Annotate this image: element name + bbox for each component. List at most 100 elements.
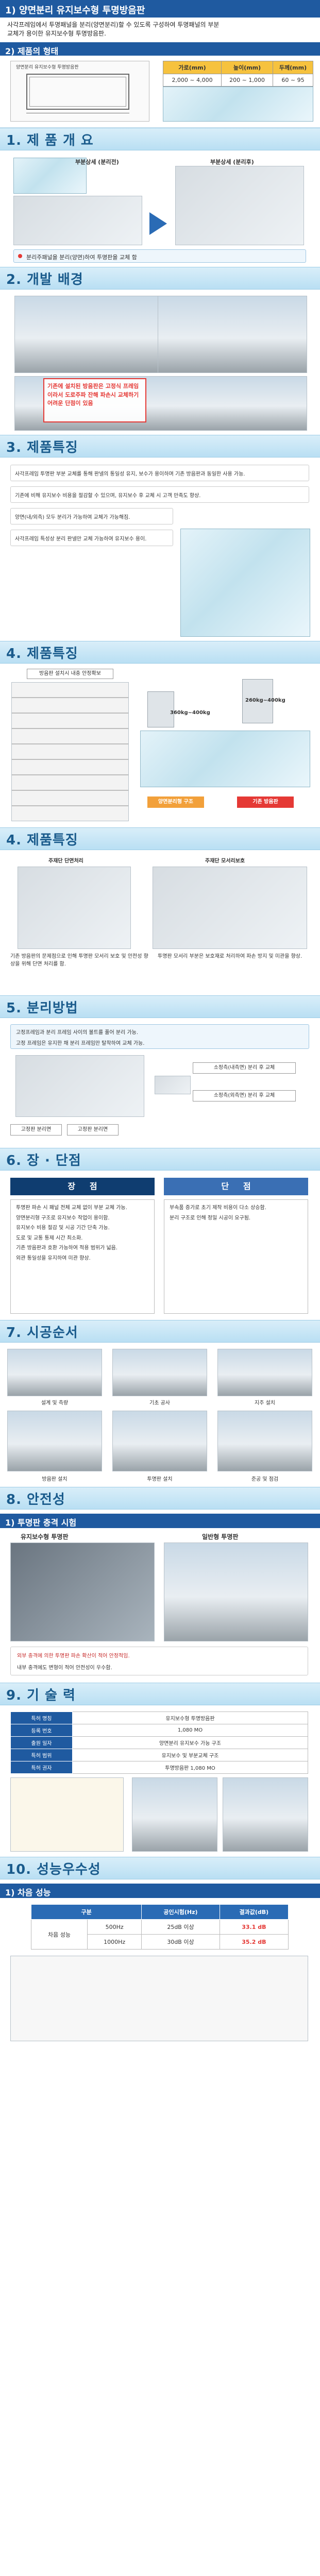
- section-separation-heading: 5. 분리방법: [0, 995, 320, 1018]
- load-arrow-left: [147, 691, 174, 727]
- perf-standard: 25dB 이상: [141, 1919, 220, 1935]
- development-caption: 기존에 설치된 방음판은 고정식 프레임이라서 도로주파 잔해 파손시 교체하기…: [47, 383, 139, 406]
- perf-freq: 500Hz: [87, 1919, 142, 1935]
- overview-bullet: 분리주패널을 분리(양면)하여 투명판을 교체 함: [26, 254, 137, 261]
- perf-standard: 30dB 이상: [141, 1934, 220, 1950]
- spec-header-height: 높이(mm): [221, 61, 273, 74]
- separation-bullet-2: 고정 프레임은 유지한 채 분리 프레임만 탈착하여 교체 가능.: [16, 1041, 145, 1046]
- damaged-barrier-photo-2: [158, 296, 307, 373]
- spec-table: 가로(mm) 높이(mm) 두께(mm) 2,000 ~ 4,000 200 ~…: [162, 61, 314, 87]
- development-caption-box: 기존에 설치된 방음판은 고정식 프레임이라서 도로주파 잔해 파손시 교체하기…: [43, 378, 146, 422]
- test-report-image: [10, 1956, 308, 2041]
- tag-b: 고정판 분리면: [67, 1124, 119, 1136]
- step-photo-1: [7, 1349, 102, 1396]
- pros-title: 장 점: [10, 1178, 155, 1195]
- load-arrow-right: [242, 679, 273, 723]
- patent-key: 특허 권자: [10, 1761, 73, 1774]
- patent-key: 특허 범위: [10, 1749, 73, 1761]
- safety-right-label: 일반형 투명판: [202, 1533, 239, 1540]
- perf-header: 공인시험(Hz): [141, 1904, 220, 1920]
- install-photo-1: [132, 1777, 217, 1852]
- intro-description: 사각프레임에서 투명패널을 분리(양면분리)할 수 있도록 구성하여 투명패널의…: [7, 21, 220, 38]
- safety-left-label: 유지보수형 투명판: [21, 1533, 69, 1540]
- step-label-4: 방음판 설치: [42, 1477, 68, 1482]
- step-photo-5: [112, 1411, 207, 1471]
- product-photo: [163, 87, 313, 122]
- overview-block: 부분상세 (분리전) 부분상세 (분리후) 분리주패널을 분리(양면)하여 투명…: [0, 150, 320, 267]
- intro-block: 1) 양면분리 유지보수형 투명방음판 사각프레임에서 투명패널을 분리(양면분…: [0, 0, 320, 128]
- impact-test-photo-left: [10, 1543, 155, 1641]
- step1: 소정측(내측면) 분리 후 교체: [193, 1062, 296, 1074]
- drawing-label: 양면분리 유지보수형 투명방음판: [16, 65, 79, 70]
- page: 1) 양면분리 유지보수형 투명방음판 사각프레임에서 투명패널을 분리(양면분…: [0, 0, 320, 2046]
- feature3-label-right: 주재단 모서리보호: [205, 858, 245, 864]
- pros-item: 투명판 파손 시 패널 전체 교체 없이 부분 교체 가능.: [16, 1205, 127, 1211]
- section-safety-heading: 8. 안전성: [0, 1487, 320, 1510]
- pros-item: 양면분리형 구조로 유지보수 작업이 용이함.: [16, 1215, 110, 1221]
- install-photo-2: [223, 1777, 308, 1852]
- performance-table: 구분 공인시험(Hz) 결과값(dB) 차음 성능 500Hz 25dB 이상 …: [30, 1904, 289, 1950]
- feature-note-3: 양면(내/외측) 모두 분리가 가능하여 교체가 가능해짐.: [10, 508, 173, 524]
- pros-item: 도로 및 교통 통제 시간 최소화.: [16, 1235, 83, 1241]
- safety-note-1: 외부 충격에 의한 투명판 파손 확산이 적어 안정적임.: [17, 1653, 130, 1659]
- structure-grid-drawing: [11, 682, 129, 821]
- feature3-label-left: 주재단 단면처리: [48, 858, 83, 864]
- feature-note-text-4: 사각프레임 특성상 분리 판넬만 교체 가능하여 유지보수 용이.: [15, 536, 147, 542]
- section-technology-heading: 9. 기 술 력: [0, 1683, 320, 1705]
- patent-value: 투명방음판 1,080 MO: [72, 1761, 308, 1774]
- spec-width: 2,000 ~ 4,000: [162, 74, 222, 87]
- step-photo-3: [217, 1349, 312, 1396]
- shape-title: 2) 제품의 형태: [5, 46, 59, 56]
- cons-title: 단 점: [164, 1178, 308, 1195]
- step-photo-4: [7, 1411, 102, 1471]
- step-photo-2: [112, 1349, 207, 1396]
- perf-freq: 1000Hz: [87, 1934, 142, 1950]
- separation-bullets: 고정프레임과 분리 프레임 사이의 볼트를 풀어 분리 가능. 고정 프레임은 …: [10, 1024, 309, 1049]
- feature1-block: 사각프레임 투명판 부분 교체를 통해 판넬의 통일성 유지, 보수가 용이하며…: [0, 457, 320, 641]
- edge-section-image: [18, 867, 131, 949]
- overview-panel-photo: [13, 158, 87, 194]
- step-label-5: 투명판 설치: [147, 1477, 173, 1482]
- pros-item: 유지보수 비용 절감 및 시공 기간 단축 가능.: [16, 1225, 110, 1231]
- feature3-caption-right: 투명판 모서리 부분은 보호재로 처리하여 파손 방지 및 미관을 향상.: [158, 954, 302, 959]
- cons-item: 분리 구조로 인해 정밀 시공이 요구됨.: [170, 1215, 251, 1221]
- section-construction-heading: 7. 시공순서: [0, 1320, 320, 1343]
- performance-block: 1) 차음 성능 구분 공인시험(Hz) 결과값(dB) 차음 성능 500Hz…: [0, 1879, 320, 2046]
- patent-key: 등록 번호: [10, 1724, 73, 1737]
- section-development-heading: 2. 개발 배경: [0, 267, 320, 290]
- label-after: 부분상세 (분리후): [210, 159, 254, 165]
- patent-certificate-image: [10, 1777, 124, 1852]
- tag-a: 고정판 분리면: [10, 1124, 62, 1136]
- section-feature3-heading: 4. 제품특징: [0, 827, 320, 850]
- tag-left: 양면분리형 구조: [147, 796, 204, 808]
- feature2-block: 방음판 설치시 내충 안정확보 360kg~400kg 260kg~400kg …: [0, 664, 320, 827]
- patent-value: 유지보수형 투명방음판: [72, 1711, 308, 1724]
- spec-height: 200 ~ 1,000: [221, 74, 273, 87]
- feature3-caption-left: 기존 방음판의 문제점으로 인해 투명판 모서리 보호 및 안전성 향상을 위해…: [10, 954, 148, 967]
- feature2-caption: 방음판 설치시 내충 안정확보: [27, 669, 113, 679]
- cons-list: 부속품 증가로 초기 제작 비용이 다소 상승함. 분리 구조로 인해 정밀 시…: [164, 1199, 308, 1314]
- edge-protect-image: [153, 867, 307, 949]
- patent-value: 1,080 MO: [72, 1724, 308, 1737]
- feature-panel-render: [180, 529, 310, 637]
- technical-drawing: 양면분리 유지보수형 투명방음판: [10, 61, 149, 122]
- feature-note-text-1: 사각프레임 투명판 부분 교체를 통해 판넬의 통일성 유지, 보수가 용이하며…: [15, 471, 245, 477]
- performance-title: 1) 차음 성능: [5, 1888, 51, 1897]
- step2: 소정측(외측면) 분리 후 교체: [193, 1090, 296, 1101]
- safety-notes: 외부 충격에 의한 투명판 파손 확산이 적어 안정적임. 내부 충격에도 변형…: [10, 1647, 308, 1675]
- section-feature1-heading: 3. 제품특징: [0, 435, 320, 457]
- bullet-icon: [18, 254, 22, 258]
- patent-key: 출원 일자: [10, 1736, 73, 1749]
- intro-title: 1) 양면분리 유지보수형 투명방음판: [5, 5, 145, 16]
- perf-group: 차음 성능: [31, 1919, 88, 1950]
- spec-thickness: 60 ~ 95: [272, 74, 314, 87]
- label-before: 부분상세 (분리전): [75, 159, 119, 165]
- feature-note-text-2: 기존에 비해 유지보수 비용을 절감할 수 있으며, 유지보수 후 교체 시 고…: [15, 493, 201, 499]
- spec-header-thickness: 두께(mm): [272, 61, 314, 74]
- proscons-block: 장 점 단 점 투명판 파손 시 패널 전체 교체 없이 부분 교체 가능. 양…: [0, 1171, 320, 1320]
- step-label-2: 기초 공사: [149, 1400, 170, 1406]
- spec-header-width: 가로(mm): [162, 61, 222, 74]
- perf-result: 33.1 dB: [219, 1919, 289, 1935]
